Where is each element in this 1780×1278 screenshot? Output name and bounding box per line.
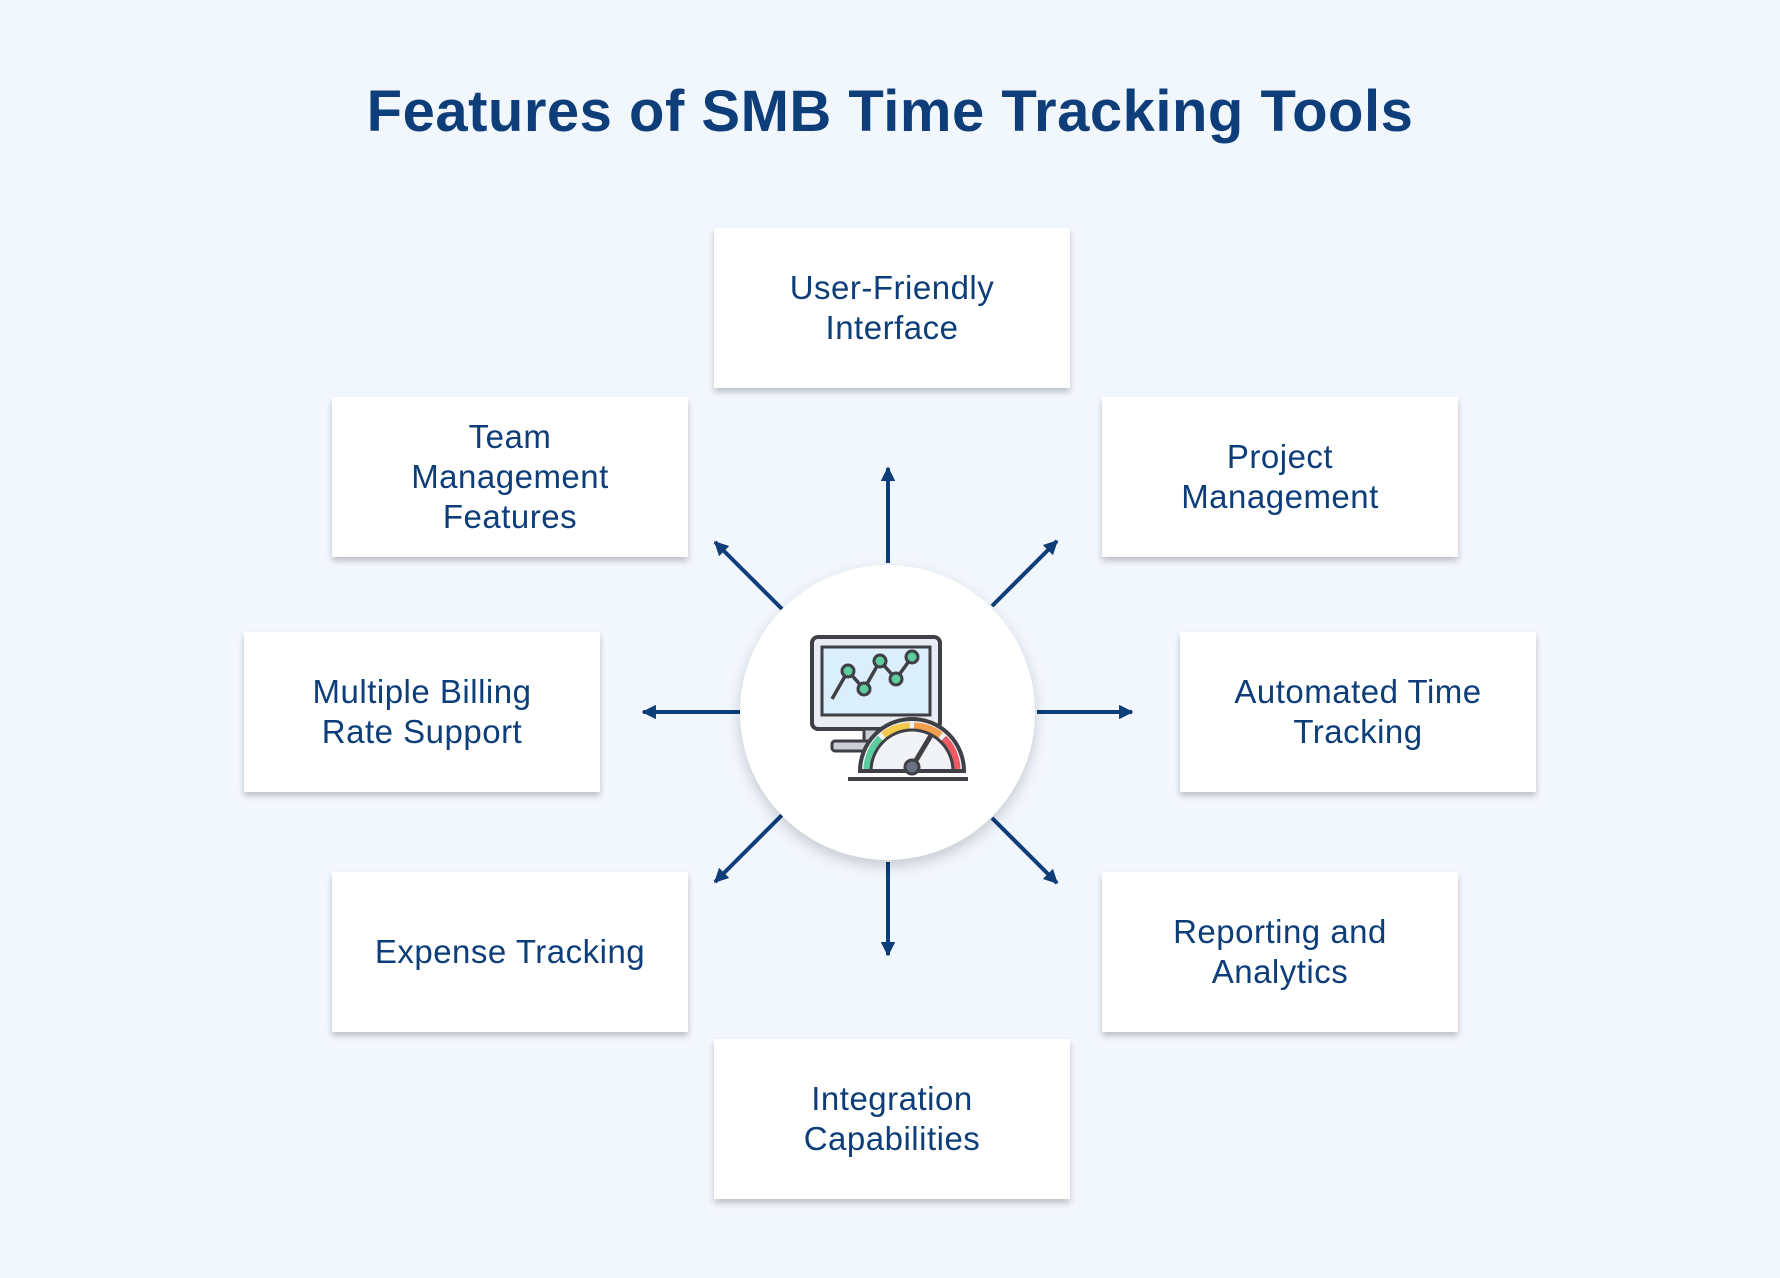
feature-card-user-friendly-interface: User-Friendly Interface <box>714 228 1070 388</box>
arrow-down-left <box>713 813 784 884</box>
feature-label: Expense Tracking <box>374 933 646 970</box>
feature-card-multiple-billing-rate-support: Multiple Billing Rate Support <box>244 632 600 792</box>
feature-card-reporting-and-analytics: Reporting and Analytics <box>1102 872 1458 1032</box>
feature-label: Team Management Features <box>411 418 609 535</box>
feature-label: Project Management <box>1181 438 1379 515</box>
center-hub <box>740 565 1035 860</box>
feature-label: Multiple Billing Rate Support <box>312 673 532 750</box>
feature-card-expense-tracking: Expense Tracking <box>332 872 688 1032</box>
feature-label: Reporting and Analytics <box>1173 913 1387 990</box>
feature-card-automated-time-tracking: Automated Time Tracking <box>1180 632 1536 792</box>
feature-card-integration-capabilities: Integration Capabilities <box>714 1039 1070 1199</box>
feature-label: Automated Time Tracking <box>1234 673 1482 750</box>
monitor-speedometer-icon <box>810 635 968 781</box>
arrow-up-right <box>990 539 1059 608</box>
arrow-up-left <box>713 540 784 611</box>
arrow-down-right <box>990 816 1059 885</box>
feature-card-project-management: Project Management <box>1102 397 1458 557</box>
diagram-title: Features of SMB Time Tracking Tools <box>366 79 1414 144</box>
feature-label: User-Friendly Interface <box>789 269 995 346</box>
feature-label: Integration Capabilities <box>803 1080 981 1157</box>
feature-card-team-management-features: Team Management Features <box>332 397 688 557</box>
